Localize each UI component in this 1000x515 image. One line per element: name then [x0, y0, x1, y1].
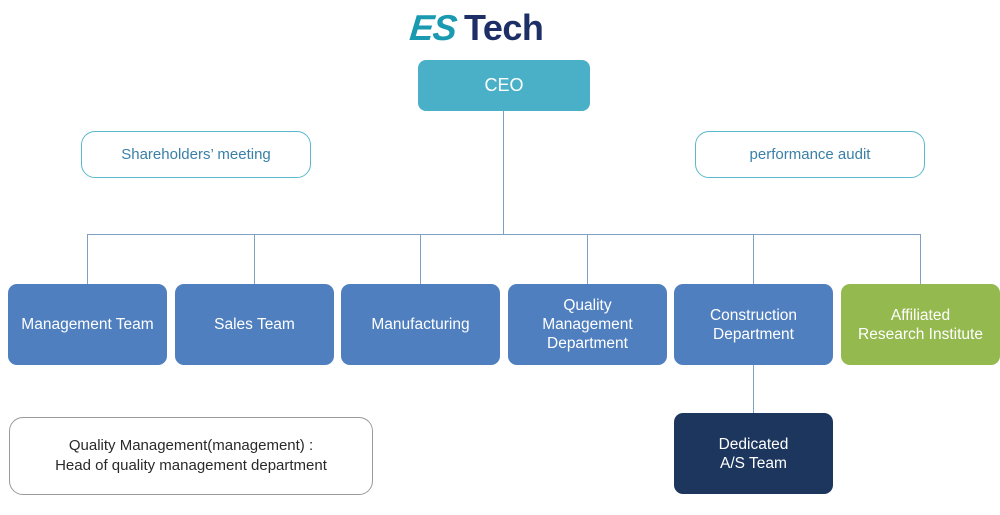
note-line1: Quality Management(management) : [68, 437, 314, 454]
dept-label: Affiliated Research Institute [858, 306, 983, 344]
dept-label-line1: Affiliated [890, 306, 951, 324]
dept-label-line2: Management [542, 316, 633, 333]
company-logo: ES Tech [407, 7, 544, 48]
dept-label-line3: Department [547, 335, 628, 352]
dept-quality-management: Quality Management Department [508, 284, 667, 365]
dept-sales-team: Sales Team [175, 284, 334, 365]
ceo-trunk-line [503, 111, 504, 235]
dept-label: Dedicated A/S Team [719, 435, 789, 473]
dept-label: Construction Department [710, 306, 797, 344]
as-team-connector [753, 365, 754, 413]
sub-team-label-line2: A/S Team [720, 454, 787, 472]
dedicated-as-team-box: Dedicated A/S Team [674, 413, 833, 494]
dept-label-line2: Department [713, 325, 794, 343]
department-bus-line [87, 234, 921, 235]
dept-connector-3 [420, 234, 421, 284]
dept-label: Manufacturing [371, 316, 470, 333]
dept-connector-1 [87, 234, 88, 284]
shareholders-meeting-box: Shareholders’ meeting [81, 131, 311, 178]
dept-construction: Construction Department [674, 284, 833, 365]
shareholders-meeting-label: Shareholders’ meeting [121, 146, 271, 163]
dept-connector-6 [920, 234, 921, 284]
ceo-label: CEO [484, 75, 524, 95]
dept-affiliated-research-institute: Affiliated Research Institute [841, 284, 1000, 365]
ceo-box: CEO [418, 60, 590, 111]
note-line2: Head of quality management department [55, 457, 327, 474]
dept-label-line2: Research Institute [858, 325, 983, 343]
quality-management-note: Quality Management(management) : Head of… [9, 417, 373, 495]
dept-manufacturing: Manufacturing [341, 284, 500, 365]
dept-label-line1: Quality [563, 297, 612, 314]
performance-audit-box: performance audit [695, 131, 925, 178]
dept-label-line1: Construction [709, 306, 797, 324]
sub-team-label-line1: Dedicated [718, 435, 789, 453]
dept-label: Management Team [21, 316, 154, 333]
dept-connector-5 [753, 234, 754, 284]
performance-audit-label: performance audit [749, 146, 871, 163]
dept-connector-2 [254, 234, 255, 284]
dept-connector-4 [587, 234, 588, 284]
dept-label: Sales Team [214, 316, 295, 333]
dept-label: Quality Management Department [542, 296, 632, 353]
dept-management-team: Management Team [8, 284, 167, 365]
logo-tech-text: Tech [464, 7, 544, 48]
logo-es-text: ES [407, 7, 459, 48]
